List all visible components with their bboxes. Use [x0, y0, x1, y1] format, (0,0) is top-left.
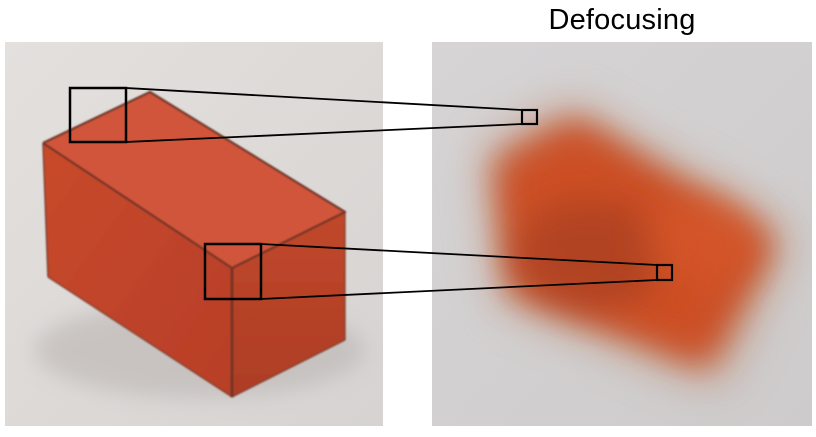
connector-corner-lower [260, 279, 658, 300]
defocused-image-panel [432, 42, 812, 426]
sharp-image-panel [5, 42, 383, 426]
brick-object [42, 90, 347, 399]
sample-box-top [520, 108, 539, 126]
connector-top-upper [125, 87, 523, 111]
zoom-box-corner [203, 242, 263, 301]
brick-front-face [43, 143, 232, 397]
connector-top-lower [125, 123, 523, 143]
connector-corner-upper [260, 243, 658, 266]
zoom-connectors [125, 87, 658, 300]
defocusing-title: Defocusing [548, 4, 696, 36]
brick-top-face [43, 92, 345, 268]
sample-box-corner [655, 263, 674, 282]
defocused-brick-blob [485, 105, 790, 385]
zoom-box-top-edge [68, 86, 128, 144]
